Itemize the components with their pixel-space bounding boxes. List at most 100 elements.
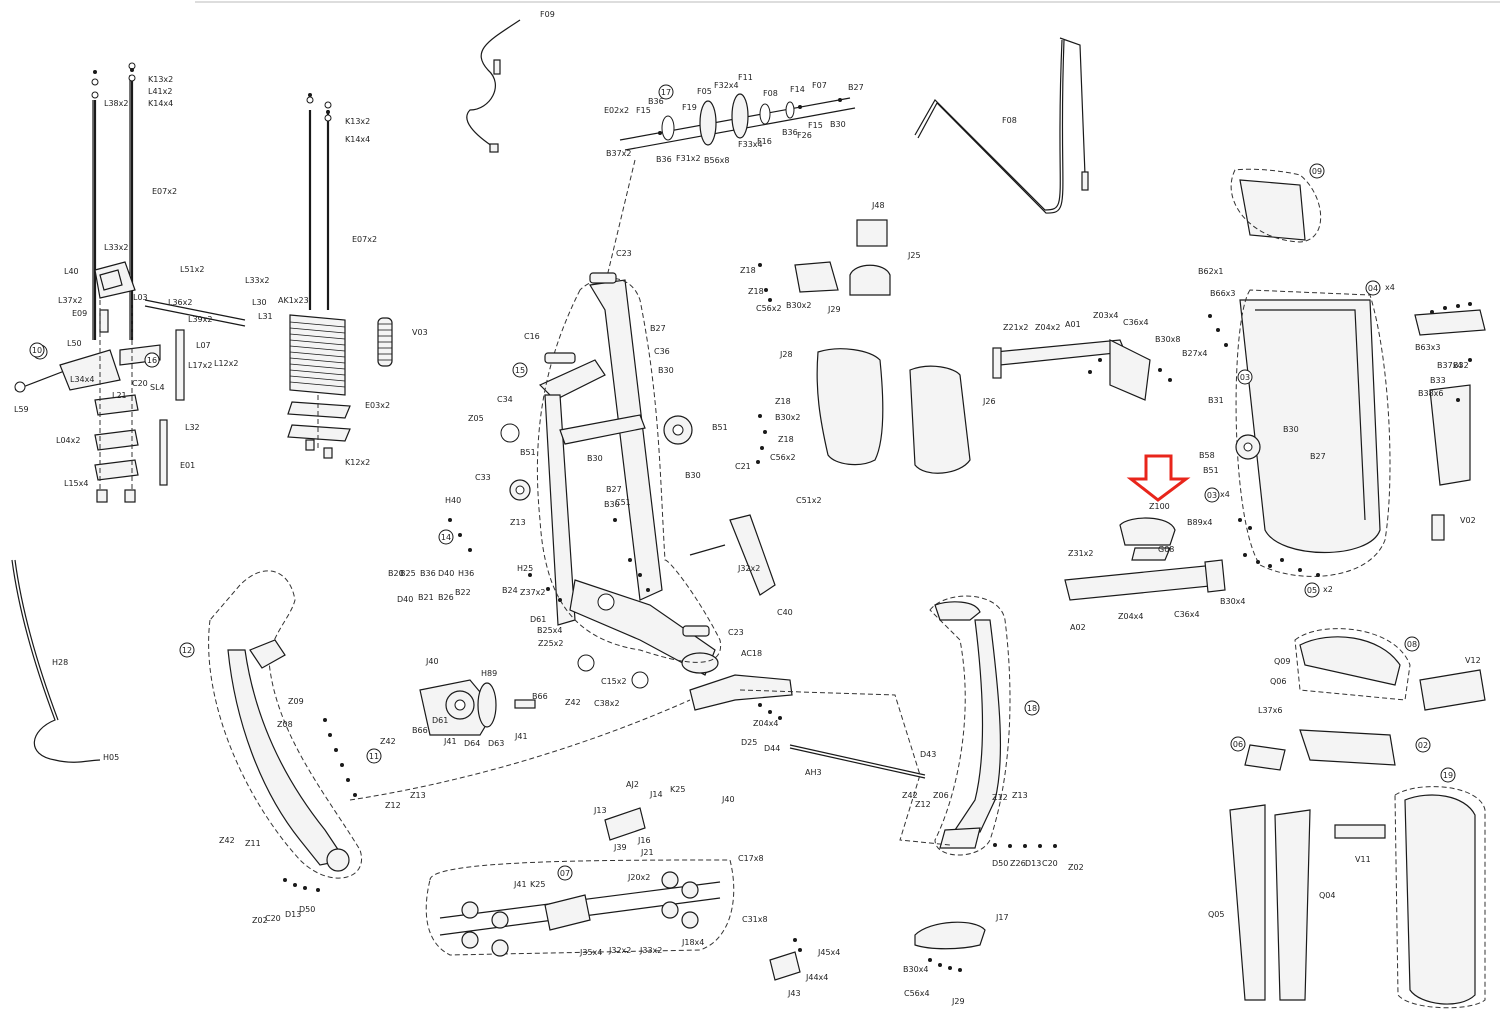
callout-circle — [1365, 280, 1381, 296]
part-label: D64 — [464, 739, 480, 748]
bolt-icon — [328, 733, 332, 737]
part-label: J48 — [871, 201, 885, 210]
part-label: B25x4 — [537, 626, 563, 635]
bolt-icon — [1158, 368, 1162, 372]
part-label: F11 — [738, 73, 753, 82]
part-label: F16 — [757, 137, 772, 146]
part-label: L51x2 — [180, 265, 204, 274]
part-label: B30x2 — [786, 301, 812, 310]
bolt-icon — [340, 763, 344, 767]
part-label: D44 — [764, 744, 780, 753]
part-label: F09 — [540, 10, 555, 19]
part-label: E07x2 — [152, 187, 177, 196]
part-label: L32 — [185, 423, 200, 432]
bolt-icon — [613, 518, 617, 522]
part-label: Z42 — [565, 698, 581, 707]
callout-number: 18 — [1024, 700, 1040, 716]
bolt-icon — [326, 110, 330, 114]
part-label: L37x2 — [58, 296, 82, 305]
part-label: Z02 — [252, 916, 268, 925]
part-label: B58 — [1199, 451, 1215, 460]
bolt-icon — [958, 968, 962, 972]
part-label: H89 — [481, 669, 497, 678]
part-label: B30x4 — [1220, 597, 1246, 606]
part-label: J14 — [649, 790, 663, 799]
part-label: B30 — [587, 454, 603, 463]
part-label: F08 — [1002, 116, 1017, 125]
part-label: C34 — [497, 395, 513, 404]
bolt-icon — [468, 548, 472, 552]
highlight-arrow — [1126, 454, 1191, 502]
part-label: C31x8 — [742, 915, 768, 924]
part-label: K25 — [670, 785, 685, 794]
bolt-icon — [308, 93, 312, 97]
bolt-icon — [758, 414, 762, 418]
part-label: K12x2 — [345, 458, 370, 467]
part-label: H36 — [458, 569, 474, 578]
part-label: Z11 — [245, 839, 261, 848]
part-label: J39 — [613, 843, 627, 852]
bolt-icon — [1268, 564, 1272, 568]
bolt-icon — [768, 298, 772, 302]
bolt-icon — [303, 886, 307, 890]
part-label: L12x2 — [214, 359, 238, 368]
seat-components — [794, 219, 971, 474]
callout-number: 03 — [1237, 369, 1253, 385]
callout-number: 03 — [1204, 487, 1220, 503]
part-label: C40 — [777, 608, 793, 617]
callout-number-text: 06 — [1233, 740, 1243, 749]
part-label: H28 — [52, 658, 68, 667]
bolt-icon — [798, 948, 802, 952]
bolt-icon — [334, 748, 338, 752]
bolt-icon — [928, 958, 932, 962]
bolt-icon — [756, 460, 760, 464]
seat-rail — [992, 339, 1151, 401]
part-label: C56x4 — [904, 989, 930, 998]
cable-f08 — [1059, 37, 1086, 176]
part-label: C36x4 — [1123, 318, 1149, 327]
part-label: D13 — [1025, 859, 1041, 868]
part-label: D40 — [397, 595, 413, 604]
part-label: Z100 — [1149, 502, 1170, 511]
bolt-icon — [768, 710, 772, 714]
bolt-icon — [1316, 573, 1320, 577]
part-label: Z37x2 — [520, 588, 545, 597]
part-label: Z13 — [1012, 791, 1028, 800]
part-label: J18x4 — [681, 938, 704, 947]
bolt-icon — [778, 716, 782, 720]
bolt-icon — [1008, 844, 1012, 848]
part-label: Z18 — [740, 266, 756, 275]
callout-number-text: 17 — [661, 88, 671, 97]
part-label: F15 — [636, 106, 651, 115]
part-label: B30x4 — [903, 965, 929, 974]
part-label: L30 — [252, 298, 267, 307]
part-label: Z42 — [380, 737, 396, 746]
part-label: A01 — [1065, 320, 1081, 329]
part-label: AJ2 — [626, 780, 639, 789]
bolt-icon — [1248, 526, 1252, 530]
part-label: B26 — [438, 593, 454, 602]
part-label: B27x4 — [1182, 349, 1208, 358]
bolt-icon — [993, 843, 997, 847]
part-label: B51 — [1203, 466, 1219, 475]
callout-number: 15 — [512, 362, 528, 378]
main-frame — [500, 272, 776, 689]
bolt-icon — [1224, 343, 1228, 347]
bolt-icon — [1053, 844, 1057, 848]
part-label: K14x4 — [148, 99, 173, 108]
callout-number-text: 03 — [1240, 373, 1250, 382]
part-label: C23 — [728, 628, 744, 637]
callout-number: 10 — [29, 342, 45, 358]
part-label: K14x4 — [345, 135, 370, 144]
part-label: F07 — [812, 81, 827, 90]
part-label: C20 — [132, 379, 148, 388]
part-label: J43 — [787, 989, 801, 998]
bolt-icon — [1168, 378, 1172, 382]
part-label: D43 — [920, 750, 936, 759]
part-label: B36 — [782, 128, 798, 137]
part-label: L38x2 — [104, 99, 128, 108]
callout-number-text: 08 — [1407, 640, 1417, 649]
